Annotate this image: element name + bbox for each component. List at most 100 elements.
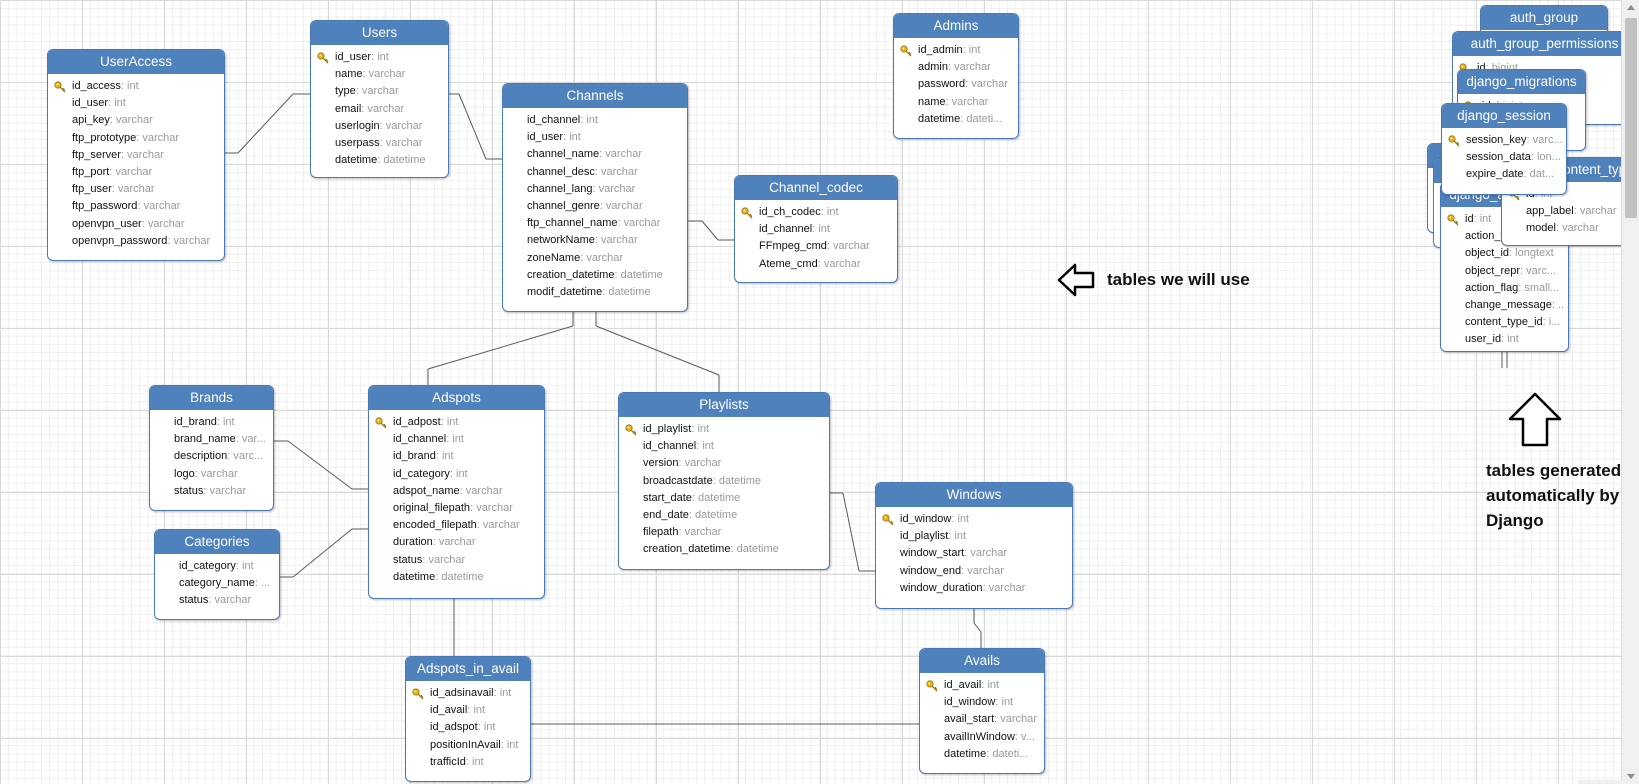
table-title[interactable]: Avails — [920, 649, 1044, 673]
table-django_session[interactable]: django_session session_key: varc...sessio… — [1441, 103, 1567, 195]
table-title[interactable]: Admins — [894, 14, 1018, 38]
column-row[interactable]: session_data: lon... — [1442, 149, 1562, 166]
column-row[interactable]: expire_date: dat... — [1442, 166, 1562, 183]
column-row[interactable]: ftp_port: varchar — [48, 164, 220, 181]
column-row[interactable]: category_name: ... — [155, 575, 275, 592]
column-row[interactable]: status: varchar — [369, 552, 540, 569]
column-row[interactable]: id_adpost: int — [369, 414, 540, 431]
column-row[interactable]: password: varchar — [894, 76, 1014, 93]
table-title[interactable]: Brands — [150, 386, 273, 410]
table-title[interactable]: Categories — [155, 530, 279, 554]
column-row[interactable]: brand_name: var... — [150, 431, 269, 448]
column-row[interactable]: name: varchar — [311, 66, 444, 83]
column-row[interactable]: id_adspot: int — [406, 719, 526, 736]
column-row[interactable]: id_brand: int — [369, 448, 540, 465]
column-row[interactable]: window_end: varchar — [876, 563, 1068, 580]
column-row[interactable]: id_playlist: int — [876, 528, 1068, 545]
table-title[interactable]: UserAccess — [48, 50, 224, 74]
column-row[interactable]: window_duration: varchar — [876, 580, 1068, 597]
column-row[interactable]: datetime: datetime — [369, 569, 540, 586]
column-row[interactable]: id_channel: int — [503, 112, 683, 129]
column-row[interactable]: id_category: int — [369, 466, 540, 483]
column-row[interactable]: broadcastdate: datetime — [619, 473, 825, 490]
column-row[interactable]: channel_name: varchar — [503, 146, 683, 163]
column-row[interactable]: availInWindow: v... — [920, 729, 1040, 746]
table-title[interactable]: Channel_codec — [735, 176, 897, 200]
column-row[interactable]: id_channel: int — [369, 431, 540, 448]
scrollbar-thumb[interactable] — [1625, 18, 1637, 218]
column-row[interactable]: channel_genre: varchar — [503, 198, 683, 215]
column-row[interactable]: openvpn_user: varchar — [48, 216, 220, 233]
column-row[interactable]: change_message: ... — [1441, 297, 1564, 314]
column-row[interactable]: id: int — [1441, 211, 1564, 228]
column-row[interactable]: creation_datetime: datetime — [503, 267, 683, 284]
column-row[interactable]: logo: varchar — [150, 466, 269, 483]
column-row[interactable]: user_id: int — [1441, 331, 1564, 348]
table-title[interactable]: Playlists — [619, 393, 829, 417]
column-row[interactable]: email: varchar — [311, 101, 444, 118]
column-row[interactable]: avail_start: varchar — [920, 711, 1040, 728]
column-row[interactable]: userpass: varchar — [311, 135, 444, 152]
column-row[interactable]: filepath: varchar — [619, 524, 825, 541]
column-row[interactable]: adspot_name: varchar — [369, 483, 540, 500]
column-row[interactable]: datetime: dateti... — [920, 746, 1040, 763]
column-row[interactable]: status: varchar — [155, 592, 275, 609]
column-row[interactable]: app_label: varchar — [1502, 203, 1636, 220]
column-row[interactable]: version: varchar — [619, 455, 825, 472]
column-row[interactable]: id_user: int — [311, 49, 444, 66]
column-row[interactable]: id_ch_codec: int — [735, 204, 893, 221]
column-row[interactable]: id_admin: int — [894, 42, 1014, 59]
column-row[interactable]: datetime: datetime — [311, 152, 444, 169]
column-row[interactable]: id_channel: int — [735, 221, 893, 238]
column-row[interactable]: FFmpeg_cmd: varchar — [735, 238, 893, 255]
column-row[interactable]: action_flag: small... — [1441, 280, 1564, 297]
table-title[interactable]: django_session — [1442, 104, 1566, 128]
column-row[interactable]: start_date: datetime — [619, 490, 825, 507]
column-row[interactable]: positionInAvail: int — [406, 737, 526, 754]
scroll-up-icon[interactable] — [1627, 5, 1635, 10]
column-row[interactable]: id_adsinavail: int — [406, 685, 526, 702]
table-title[interactable]: Users — [311, 21, 448, 45]
column-row[interactable]: description: varc... — [150, 448, 269, 465]
column-row[interactable]: content_type_id: i... — [1441, 314, 1564, 331]
table-title[interactable]: Adspots_in_avail — [406, 657, 530, 681]
column-row[interactable]: name: varchar — [894, 94, 1014, 111]
column-row[interactable]: id_category: int — [155, 558, 275, 575]
column-row[interactable]: id_window: int — [876, 511, 1068, 528]
column-row[interactable]: admin: varchar — [894, 59, 1014, 76]
column-row[interactable]: id_user: int — [503, 129, 683, 146]
column-row[interactable]: ftp_password: varchar — [48, 198, 220, 215]
column-row[interactable]: ftp_user: varchar — [48, 181, 220, 198]
column-row[interactable]: model: varchar — [1502, 220, 1636, 237]
column-row[interactable]: api_key: varchar — [48, 112, 220, 129]
column-row[interactable]: window_start: varchar — [876, 545, 1068, 562]
column-row[interactable]: ftp_prototype: varchar — [48, 130, 220, 147]
column-row[interactable]: networkName: varchar — [503, 232, 683, 249]
column-row[interactable]: end_date: datetime — [619, 507, 825, 524]
column-row[interactable]: id_avail: int — [406, 702, 526, 719]
table-title[interactable]: auth_group — [1481, 6, 1607, 30]
table-title[interactable]: Adspots — [369, 386, 544, 410]
column-row[interactable]: Ateme_cmd: varchar — [735, 256, 893, 273]
column-row[interactable]: id_playlist: int — [619, 421, 825, 438]
column-row[interactable]: session_key: varc... — [1442, 132, 1562, 149]
table-title[interactable]: auth_group_permissions — [1453, 32, 1636, 56]
column-row[interactable]: zoneName: varchar — [503, 250, 683, 267]
column-row[interactable]: id_channel: int — [619, 438, 825, 455]
column-row[interactable]: id_avail: int — [920, 677, 1040, 694]
column-row[interactable]: channel_desc: varchar — [503, 164, 683, 181]
column-row[interactable]: original_filepath: varchar — [369, 500, 540, 517]
column-row[interactable]: creation_datetime: datetime — [619, 541, 825, 558]
table-title[interactable]: Channels — [503, 84, 687, 108]
column-row[interactable]: ftp_server: varchar — [48, 147, 220, 164]
